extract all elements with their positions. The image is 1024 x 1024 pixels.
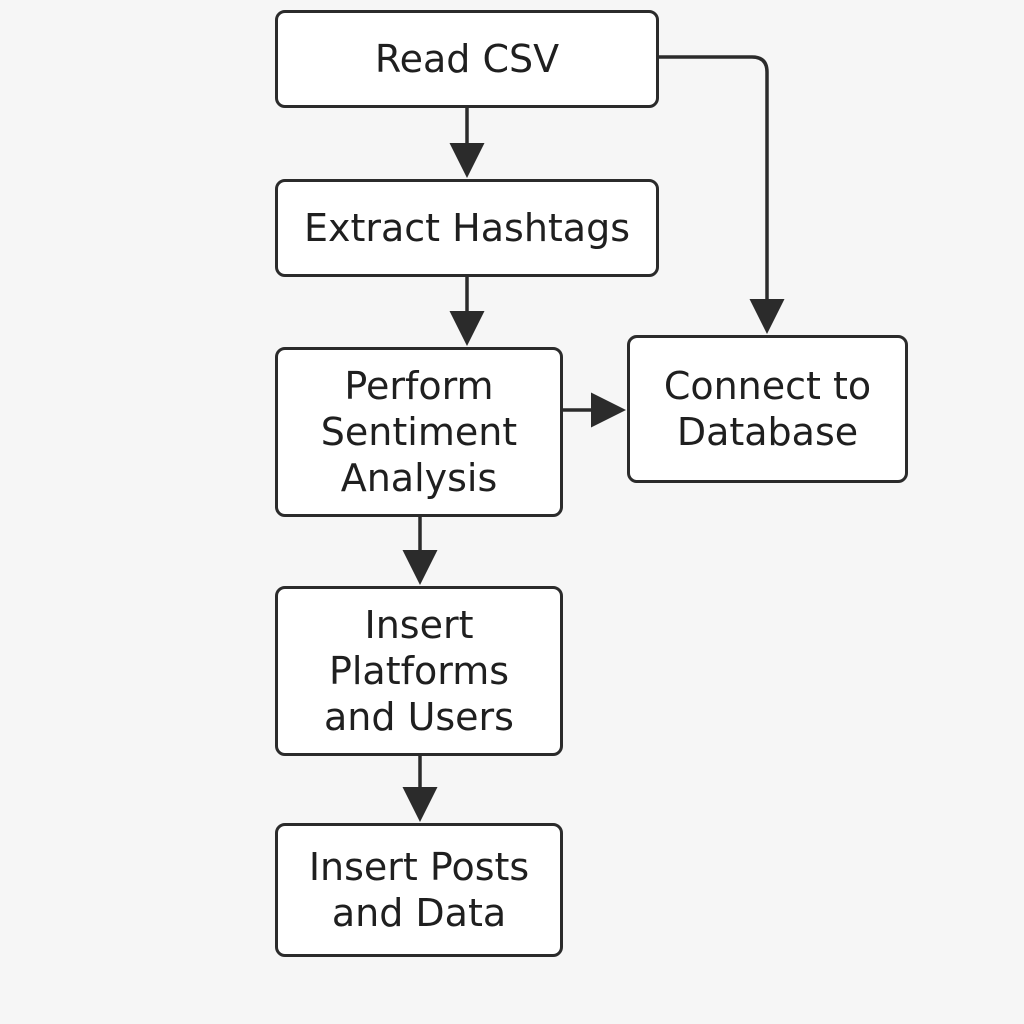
node-perform-sentiment-analysis-label: Perform Sentiment Analysis [320, 364, 518, 500]
node-extract-hashtags: Extract Hashtags [275, 179, 659, 277]
node-insert-posts-and-data: Insert Posts and Data [275, 823, 563, 957]
node-insert-posts-and-data-label: Insert Posts and Data [308, 845, 530, 935]
node-read-csv-label: Read CSV [374, 37, 560, 81]
node-connect-to-database-label: Connect to Database [663, 364, 872, 454]
node-insert-platforms-and-users: Insert Platforms and Users [275, 586, 563, 756]
node-read-csv: Read CSV [275, 10, 659, 108]
node-perform-sentiment-analysis: Perform Sentiment Analysis [275, 347, 563, 517]
node-connect-to-database: Connect to Database [627, 335, 908, 483]
node-insert-platforms-and-users-label: Insert Platforms and Users [324, 603, 514, 739]
node-extract-hashtags-label: Extract Hashtags [303, 206, 631, 250]
edge-read-csv-to-connect-database [659, 55, 785, 334]
